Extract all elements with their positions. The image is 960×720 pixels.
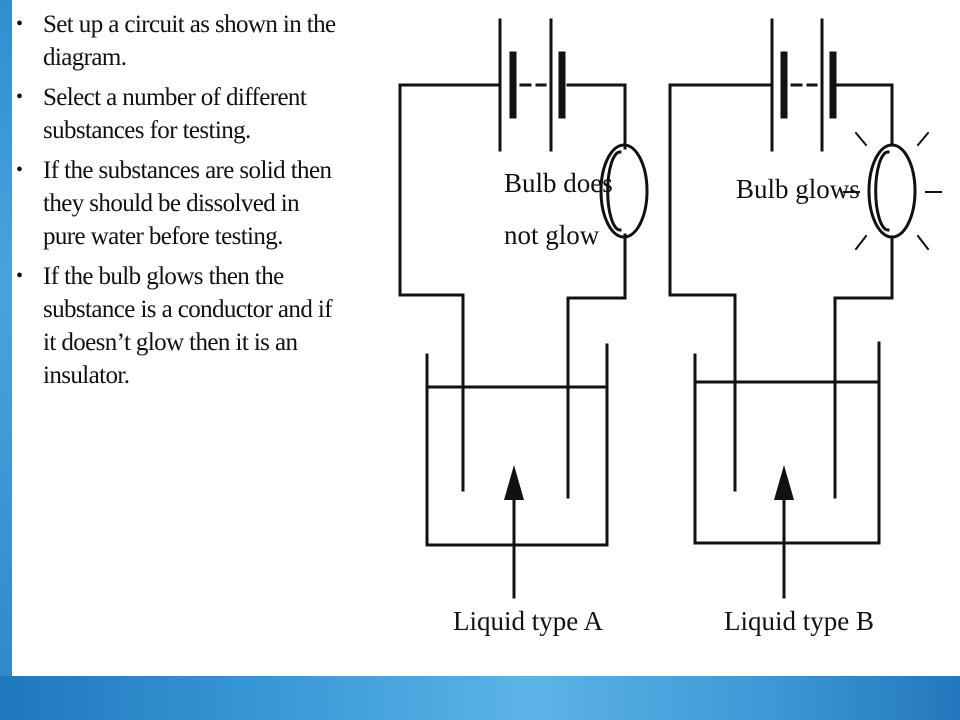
bulb-a-label-line1: Bulb does [504,168,613,198]
glow-rays-icon [843,131,942,251]
circuit-b-wire-right [831,83,894,147]
bulb-a-icon [599,143,649,239]
bulb-b-label: Bulb glows [736,174,860,204]
pointer-b-arrowhead [774,465,794,500]
list-item: • If the bulb glows then the substance i… [16,260,346,392]
circuit-a-wire-left [398,83,502,492]
bulb-b-icon [867,143,917,239]
instruction-list: • Set up a circuit as shown in the diagr… [16,8,346,399]
left-accent-strip [0,0,12,720]
bulb-a-label-line2: not glow [504,220,600,250]
bullet-marker: • [16,86,23,108]
bullet-text: Set up a circuit as shown in the diagram… [43,11,336,71]
circuit-b [668,18,942,599]
beaker-b-icon [693,341,881,545]
list-item: • Select a number of different substance… [16,81,346,147]
bullet-marker: • [16,265,23,287]
circuit-a-wire-right [566,83,627,150]
bullet-text: If the bulb glows then the substance is … [43,263,333,389]
bullet-marker: • [16,159,23,181]
beaker-a-icon [425,343,609,547]
list-item: • Set up a circuit as shown in the diagr… [16,8,346,74]
battery-b-icon [770,18,837,152]
pointer-a-arrowhead [504,465,524,500]
list-item: • If the substances are solid then they … [16,154,346,253]
liquid-a-label: Liquid type A [453,606,603,636]
footer-band [0,676,960,720]
bullet-text: Select a number of different substances … [43,84,307,144]
circuit-a [398,18,649,599]
conductivity-circuit-diagram: Bulb does not glow Liquid type A Bulb gl… [398,18,942,636]
circuit-b-wire-left [668,83,774,492]
battery-a-icon [498,18,566,152]
bullet-marker: • [16,13,23,35]
liquid-b-label: Liquid type B [724,606,874,636]
bullet-text: If the substances are solid then they sh… [43,157,332,250]
circuit-b-wire-lower [833,235,894,499]
circuit-a-wire-lower [566,233,627,499]
